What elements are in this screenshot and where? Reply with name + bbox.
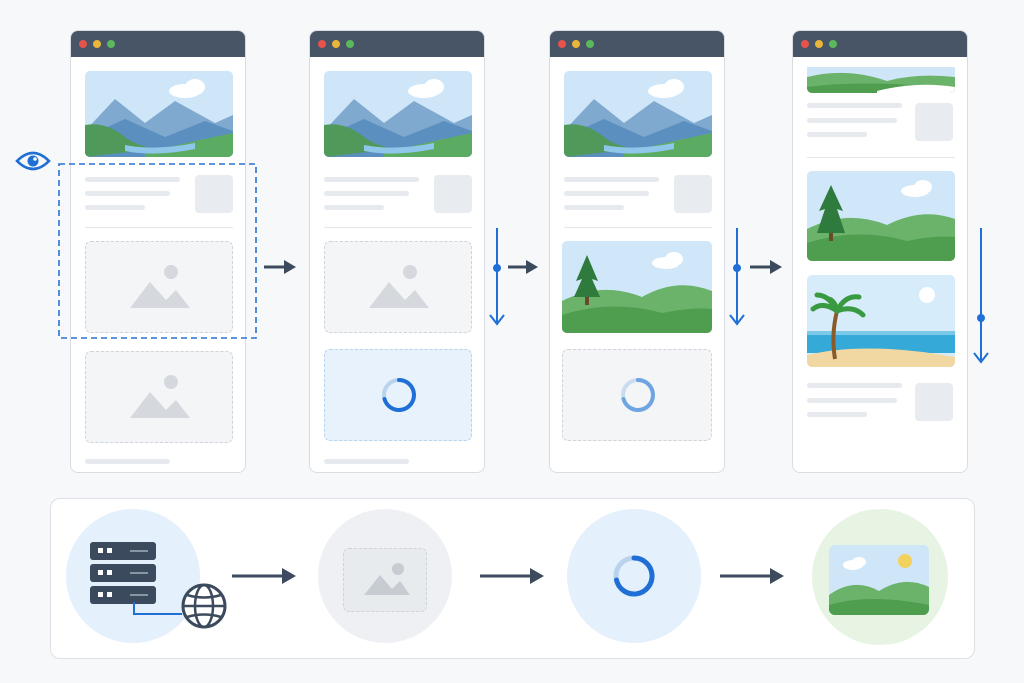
text-line	[564, 205, 624, 210]
window-titlebar	[550, 31, 724, 57]
window-titlebar	[310, 31, 484, 57]
landscape-image	[85, 71, 233, 157]
text-line	[85, 459, 170, 464]
spinner-icon	[620, 377, 656, 413]
thumbnail	[434, 175, 472, 213]
scroll-down-icon	[971, 228, 991, 366]
loading-step	[567, 509, 701, 643]
network-connector	[130, 602, 190, 622]
divider	[564, 227, 712, 228]
close-dot-icon	[79, 40, 87, 48]
landscape-image-partial	[807, 67, 955, 93]
maximize-dot-icon	[586, 40, 594, 48]
text-line	[85, 177, 180, 182]
spinner-icon	[381, 377, 417, 413]
landscape-image	[564, 71, 712, 157]
window-titlebar	[71, 31, 245, 57]
arrow-right-icon	[480, 566, 546, 586]
beach-image	[807, 275, 955, 367]
image-placeholder	[85, 351, 233, 443]
text-line	[807, 383, 902, 388]
text-line	[807, 103, 902, 108]
text-line	[807, 412, 867, 417]
image-placeholder-icon	[343, 548, 427, 612]
arrow-right-icon	[506, 258, 540, 276]
text-line	[807, 398, 897, 403]
landscape-image-icon	[829, 545, 929, 615]
browser-window-2	[309, 30, 485, 473]
close-dot-icon	[801, 40, 809, 48]
image-loading-placeholder	[324, 349, 472, 441]
globe-icon	[180, 582, 228, 630]
browser-window-3	[549, 30, 725, 473]
thumbnail	[915, 103, 953, 141]
tree-hills-image	[562, 241, 712, 333]
scroll-down-icon	[487, 228, 507, 328]
text-line	[807, 118, 897, 123]
browser-window-4	[792, 30, 968, 473]
divider	[807, 157, 955, 158]
maximize-dot-icon	[829, 40, 837, 48]
divider	[85, 227, 233, 228]
eye-icon	[15, 148, 51, 174]
image-placeholder	[85, 241, 233, 333]
divider	[324, 227, 472, 228]
text-line	[85, 205, 145, 210]
minimize-dot-icon	[815, 40, 823, 48]
arrow-right-icon	[720, 566, 786, 586]
maximize-dot-icon	[346, 40, 354, 48]
thumbnail	[195, 175, 233, 213]
browser-window-1	[70, 30, 246, 473]
text-line	[324, 459, 409, 464]
arrow-right-icon	[748, 258, 784, 276]
text-line	[324, 191, 409, 196]
image-loading-placeholder	[562, 349, 712, 441]
text-line	[564, 177, 659, 182]
scroll-down-icon	[727, 228, 747, 328]
text-line	[324, 177, 419, 182]
maximize-dot-icon	[107, 40, 115, 48]
close-dot-icon	[318, 40, 326, 48]
text-line	[807, 132, 867, 137]
text-line	[324, 205, 384, 210]
thumbnail	[915, 383, 953, 421]
thumbnail	[674, 175, 712, 213]
tree-hills-image	[807, 171, 955, 261]
text-line	[85, 191, 170, 196]
minimize-dot-icon	[93, 40, 101, 48]
viewport-box	[58, 163, 257, 339]
text-line	[564, 191, 649, 196]
spinner-icon	[612, 554, 656, 598]
minimize-dot-icon	[332, 40, 340, 48]
arrow-right-icon	[262, 258, 298, 276]
server-icon	[90, 540, 160, 610]
arrow-right-icon	[232, 566, 298, 586]
landscape-image	[324, 71, 472, 157]
image-placeholder	[324, 241, 472, 333]
window-titlebar	[793, 31, 967, 57]
close-dot-icon	[558, 40, 566, 48]
minimize-dot-icon	[572, 40, 580, 48]
